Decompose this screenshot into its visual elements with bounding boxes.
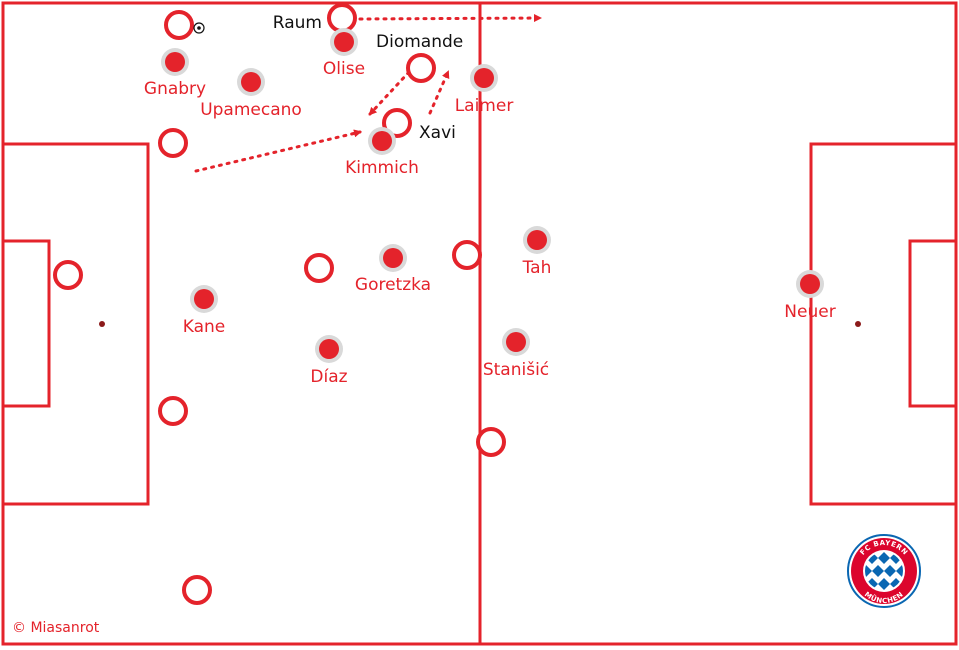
right-penalty-spot	[855, 321, 861, 327]
player-gnabry: Gnabry	[144, 48, 206, 99]
opponent-label-raum: Raum	[273, 13, 322, 33]
fc-bayern-logo: FC BAYERN MÜNCHEN	[847, 534, 921, 608]
right-penalty-area	[809, 142, 958, 506]
opponent-marker-xavi	[382, 108, 412, 138]
left-penalty-area	[1, 142, 150, 506]
opponent-marker	[53, 260, 83, 290]
opponent-marker-raum	[327, 3, 357, 33]
player-kimmich: Kimmich	[345, 127, 419, 178]
player-kane: Kane	[183, 285, 226, 337]
player-diaz: Díaz	[310, 335, 348, 387]
player-label: Goretzka	[355, 275, 431, 295]
opponent-marker	[452, 240, 482, 270]
opponent-marker	[476, 427, 506, 457]
arrow-diomande-kimmich	[368, 64, 417, 116]
right-goal-area	[908, 239, 958, 408]
left-goal-area	[1, 239, 51, 408]
player-label: Tah	[522, 258, 552, 278]
player-goretzka: Goretzka	[355, 244, 431, 295]
opponent-marker	[164, 10, 194, 40]
opponent-marker	[158, 128, 188, 158]
player-olise: Olise	[323, 28, 365, 79]
player-label: Upamecano	[200, 100, 302, 120]
player-label: Neuer	[784, 302, 835, 322]
left-penalty-spot	[99, 321, 105, 327]
player-label: Olise	[323, 59, 365, 79]
movement-arrows	[194, 14, 542, 173]
player-stanisic: Stanišić	[483, 328, 549, 380]
opponent-marker	[182, 575, 212, 605]
opponent-label-xavi: Xavi	[419, 123, 456, 143]
opponent-marker	[158, 396, 188, 426]
opponent-marker	[304, 253, 334, 283]
opponent-players	[53, 3, 506, 605]
bayern-players: Gnabry Upamecano Olise Laimer Kimmich Go…	[144, 28, 836, 387]
credit-text: © Miasanrot	[12, 620, 100, 636]
player-upamecano: Upamecano	[200, 68, 302, 120]
player-label: Gnabry	[144, 79, 206, 99]
arrow-pass-to-kimmich	[194, 129, 362, 173]
arrow-raum-run	[358, 14, 542, 23]
ball-icon	[193, 22, 205, 34]
player-laimer: Laimer	[455, 64, 514, 116]
player-label: Stanišić	[483, 360, 549, 380]
player-label: Kane	[183, 317, 226, 337]
player-label: Kimmich	[345, 158, 419, 178]
player-label: Laimer	[455, 96, 514, 116]
opponent-label-diomande: Diomande	[376, 32, 463, 52]
arrow-xavi-run	[428, 70, 450, 115]
opponent-marker-diomande	[406, 53, 436, 83]
player-neuer: Neuer	[784, 270, 836, 322]
player-label: Díaz	[310, 367, 347, 387]
player-tah: Tah	[522, 226, 552, 278]
